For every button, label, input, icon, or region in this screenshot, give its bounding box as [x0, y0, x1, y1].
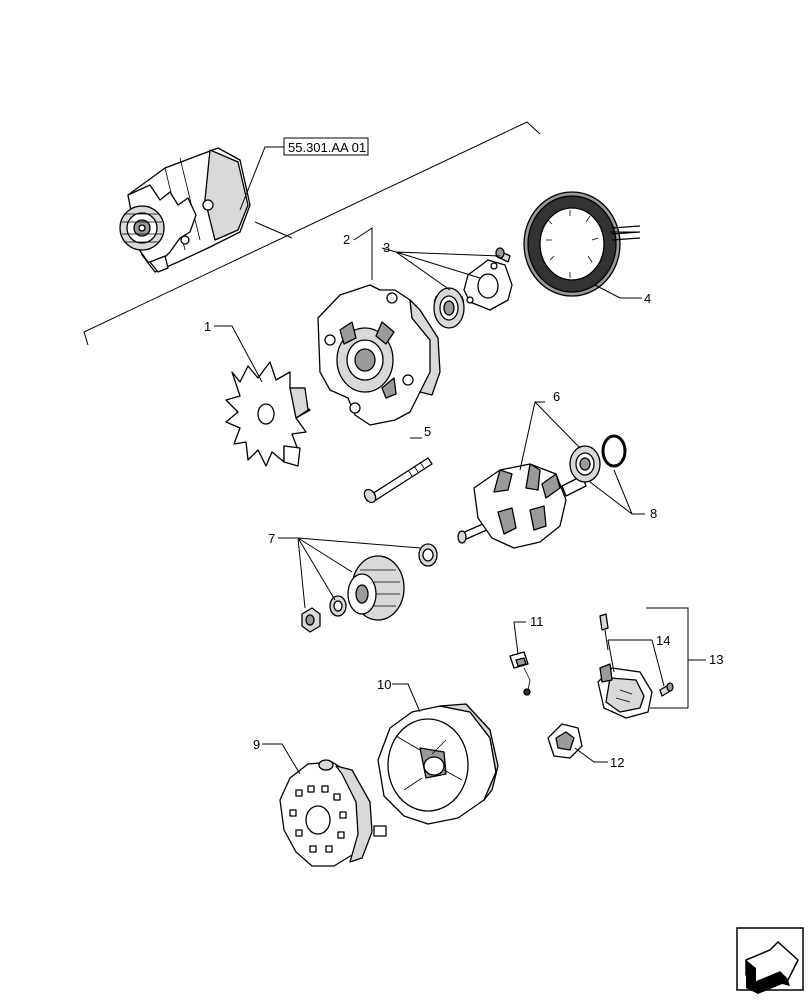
leader-4	[594, 284, 642, 299]
part-14-screw	[659, 682, 674, 697]
callout-13[interactable]: 13	[709, 652, 723, 667]
reference-callout[interactable]: 55.301.AA 01	[239, 137, 369, 211]
part-7-washer-small	[329, 595, 347, 617]
callout-12[interactable]: 12	[610, 755, 624, 770]
part-5-through-bolt	[363, 457, 433, 504]
callout-7[interactable]: 7	[268, 531, 275, 546]
callout-9[interactable]: 9	[253, 737, 260, 752]
leader-13-bracket	[646, 607, 706, 709]
callout-4[interactable]: 4	[644, 291, 651, 306]
part-2-drive-end-housing	[317, 284, 441, 426]
part-13-regulator	[597, 663, 653, 719]
alternator-assembly-reference	[119, 147, 251, 273]
part-9-rectifier	[279, 759, 387, 867]
part-3-retaining-plate	[463, 259, 513, 311]
leader-10	[392, 683, 421, 713]
leader-12	[574, 747, 608, 763]
leader-1	[214, 325, 263, 383]
part-13-probe	[599, 613, 609, 651]
callout-3[interactable]: 3	[383, 240, 390, 255]
part-7-pulley	[347, 555, 405, 621]
part-7-nut	[301, 607, 321, 633]
leader-8	[589, 469, 645, 515]
callout-14[interactable]: 14	[656, 633, 670, 648]
part-8-o-ring	[601, 434, 627, 468]
leader-2	[353, 227, 373, 280]
reference-label[interactable]: 55.301.AA 01	[288, 140, 366, 155]
callout-11[interactable]: 11	[530, 614, 544, 629]
part-10-rear-housing	[377, 703, 499, 825]
next-page-arrow-icon[interactable]	[736, 927, 804, 994]
part-4-stator	[523, 191, 641, 297]
callout-5[interactable]: 5	[424, 424, 431, 439]
part-3-screw	[495, 247, 511, 263]
part-6-bearing	[569, 445, 601, 483]
leader-14	[607, 639, 665, 687]
callout-1[interactable]: 1	[204, 319, 211, 334]
callout-10[interactable]: 10	[377, 677, 391, 692]
leader-11	[513, 621, 526, 655]
callout-2[interactable]: 2	[343, 232, 350, 247]
part-7-washer-large	[418, 543, 438, 567]
leader-7	[278, 537, 421, 609]
part-12-cover	[547, 723, 583, 759]
leader-9	[262, 743, 301, 775]
leader-6	[519, 401, 581, 471]
leader-3	[381, 247, 501, 291]
part-6-rotor	[457, 463, 587, 549]
part-11-brush	[509, 651, 531, 696]
assembly-bracket-tick	[254, 221, 293, 239]
assembly-bracket-line	[83, 121, 541, 346]
part-1-fan	[225, 361, 311, 467]
callout-6[interactable]: 6	[553, 389, 560, 404]
part-3-bearing	[433, 287, 465, 329]
callout-8[interactable]: 8	[650, 506, 657, 521]
